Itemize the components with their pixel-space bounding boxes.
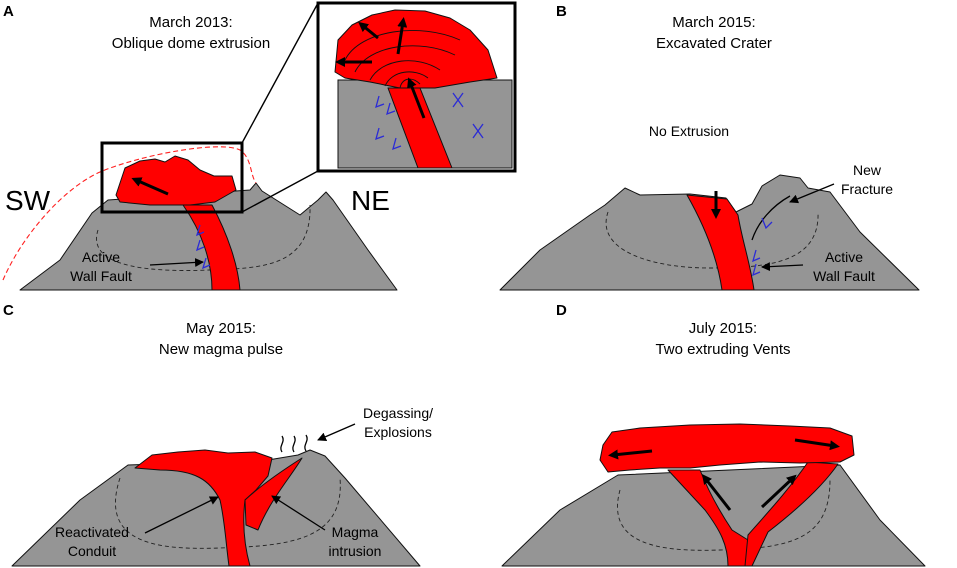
panel-d-crater-outline — [617, 479, 831, 551]
panel-c-degassing-pointer — [317, 423, 356, 441]
direction-ne: NE — [351, 185, 390, 216]
direction-sw: SW — [5, 185, 51, 216]
panel-d-right-flow-arrow — [794, 438, 840, 451]
panel-d-title-line1: July 2015: — [689, 320, 757, 337]
panel-a-zoom-line-top — [241, 2, 319, 144]
panel-b-label: B — [556, 3, 567, 20]
panel-b-fault-label-line2: Wall Fault — [813, 268, 875, 284]
panel-a: A March 2013: Oblique dome extrusion SW … — [2, 1, 517, 291]
panel-d-dome — [599, 423, 855, 473]
panel-c-label: C — [3, 302, 14, 319]
panel-a-zoom-line-bottom — [241, 170, 319, 213]
panel-b-no-extrusion-label: No Extrusion — [649, 123, 729, 139]
panel-a-fault-label-line2: Wall Fault — [70, 268, 132, 284]
panel-c-conduit — [134, 449, 273, 567]
panel-a-zoom-box — [100, 141, 244, 214]
panel-a-previous-dome-outline — [2, 146, 257, 281]
panel-c-intrusion — [244, 457, 303, 531]
panel-c-conduit-label-line2: Conduit — [68, 543, 116, 559]
panel-a-inset — [318, 3, 515, 171]
panel-a-inset-frame — [316, 1, 517, 173]
panel-b-title-line2: Excavated Crater — [656, 35, 772, 52]
panel-c-title-line1: May 2015: — [186, 320, 256, 337]
panel-c-crater-outline — [115, 477, 341, 549]
panel-b-fracture-label-line1: New — [853, 162, 882, 178]
panel-c-degassing-marks — [280, 434, 308, 453]
panel-b-fracture-pointer — [789, 183, 835, 204]
panel-a-dome — [115, 155, 237, 206]
panel-a-conduit — [182, 204, 241, 291]
panel-d-left-flow-arrow — [608, 449, 653, 460]
panel-b-fracture-label-line2: Fracture — [841, 181, 893, 197]
panel-d: D July 2015: Two extruding Vents — [501, 302, 926, 567]
panel-b-fault-pointer — [761, 262, 804, 272]
panel-a-fault-pointer — [149, 257, 204, 267]
panel-a-label: A — [3, 3, 14, 20]
panel-c-degassing-label-line2: Explosions — [364, 424, 432, 440]
panel-c-conduit-label-line1: Reactivated — [55, 524, 129, 540]
panel-c-conduit-pointer — [144, 496, 219, 534]
panel-c-volcano-body — [11, 449, 421, 567]
panel-d-right-branch — [744, 461, 839, 567]
panel-c-degassing-label-line1: Degassing/ — [363, 405, 433, 421]
panel-c-intrusion-label-line2: intrusion — [329, 543, 382, 559]
panel-c: C May 2015: New magma pulse Degassing/ E… — [3, 302, 433, 567]
panel-a-fault-label-line1: Active — [82, 249, 120, 265]
panel-b: B March 2015: Excavated Crater No Extrus… — [499, 3, 920, 291]
panel-d-left-vent-arrow — [701, 474, 732, 511]
panel-c-intrusion-pointer — [271, 495, 326, 531]
panel-a-fault-symbols — [195, 224, 211, 270]
panel-b-fault-label-line1: Active — [825, 249, 863, 265]
panel-b-crater-outline — [605, 211, 819, 269]
panel-b-fault-symbols — [752, 217, 773, 277]
panel-a-title-line2: Oblique dome extrusion — [112, 35, 270, 52]
panel-b-fracture-line — [751, 195, 791, 241]
panel-b-conduit — [686, 194, 755, 291]
panel-d-label: D — [556, 302, 567, 319]
panel-a-title-line1: March 2013: — [149, 14, 232, 31]
panel-a-extrusion-arrow — [131, 177, 169, 196]
panel-c-intrusion-label-line1: Magma — [332, 524, 379, 540]
panel-c-title-line2: New magma pulse — [159, 341, 283, 358]
panel-b-title-line1: March 2015: — [672, 14, 755, 31]
panel-d-title-line2: Two extruding Vents — [655, 341, 790, 358]
panel-d-right-vent-arrow — [760, 474, 797, 509]
